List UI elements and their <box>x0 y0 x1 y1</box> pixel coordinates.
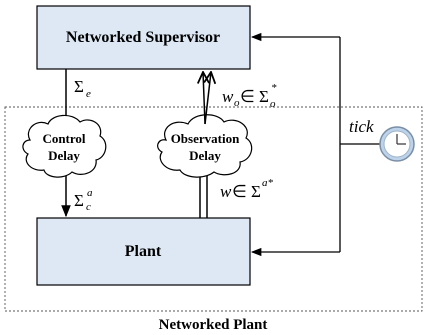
svg-text:o: o <box>270 98 276 110</box>
svg-text:a*: a* <box>262 177 274 189</box>
sigma-e-label: Σ e <box>74 77 91 100</box>
svg-text:w: w <box>220 182 232 201</box>
observation-delay-line2: Delay <box>189 148 221 163</box>
svg-text:*: * <box>271 82 277 94</box>
control-delay-cloud <box>22 114 107 178</box>
supervisor-box <box>36 5 251 70</box>
observation-delay-cloud <box>157 114 253 178</box>
networked-plant-boundary <box>4 106 423 312</box>
svg-text:∈ Σ: ∈ Σ <box>232 182 261 201</box>
svg-text:o: o <box>234 97 240 109</box>
control-delay-line1: Control <box>42 131 85 146</box>
svg-text:c: c <box>86 201 91 213</box>
tick-label: tick <box>349 117 374 136</box>
supervisor-label: Networked Supervisor <box>66 29 220 46</box>
observation-delay-line1: Observation <box>171 131 240 146</box>
svg-text:e: e <box>86 88 91 100</box>
plant-string-label: w ∈ Σ a* <box>220 177 274 201</box>
observed-arrow-right <box>205 72 211 125</box>
networked-plant-caption: Networked Plant <box>159 317 268 333</box>
svg-text:Σ: Σ <box>74 77 84 96</box>
plant-label: Plant <box>125 243 162 260</box>
clock-icon <box>379 126 415 162</box>
control-delay-line2: Delay <box>48 148 80 163</box>
observed-arrow-left <box>203 72 205 125</box>
svg-text:w: w <box>222 87 234 106</box>
observed-string-label: w o ∈ Σ o * <box>222 82 277 110</box>
plant-box <box>36 217 251 286</box>
svg-text:a: a <box>87 187 93 199</box>
svg-text:Σ: Σ <box>74 191 84 210</box>
sigma-c-label: Σ c a <box>74 187 93 213</box>
svg-text:∈ Σ: ∈ Σ <box>240 87 269 106</box>
